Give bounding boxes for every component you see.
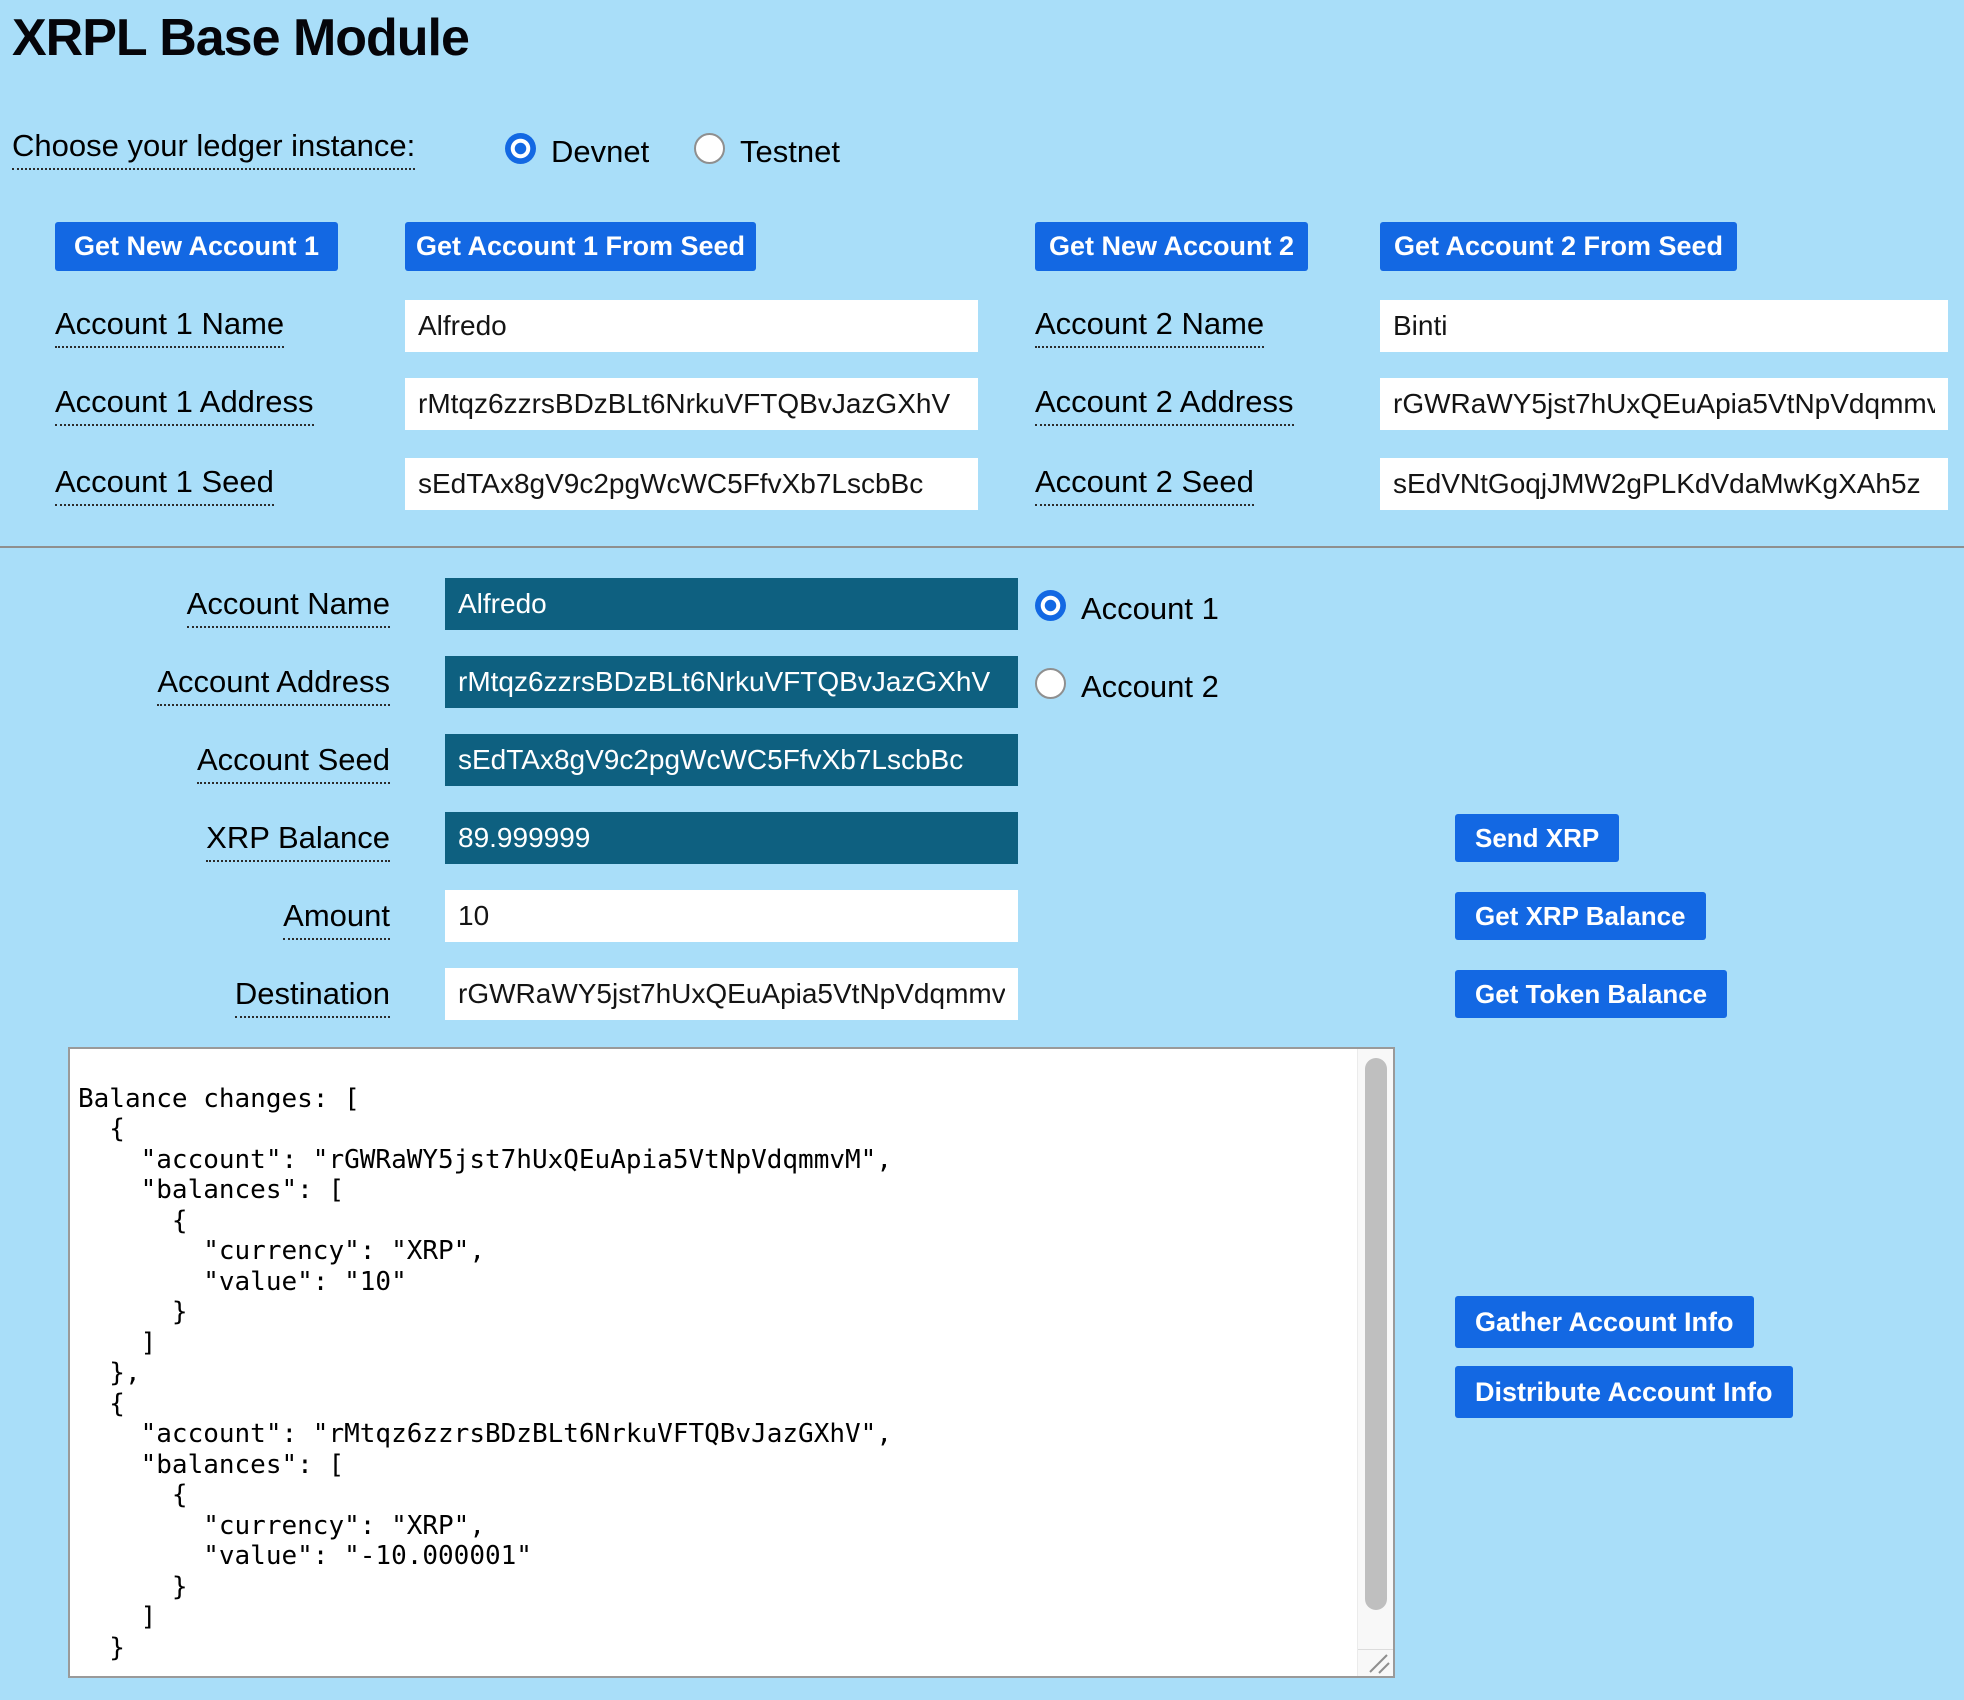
account-name-field[interactable] — [445, 578, 1018, 630]
balance-output-text: Balance changes: [ { "account": "rGWRaWY… — [78, 1083, 892, 1663]
destination-label: Destination — [0, 976, 390, 1018]
account-2-seed-input[interactable] — [1380, 458, 1948, 510]
account-1-seed-input[interactable] — [405, 458, 978, 510]
account-seed-label-text: Account Seed — [196, 742, 390, 784]
account-1-address-label-text: Account 1 Address — [55, 384, 314, 426]
account-address-field[interactable] — [445, 656, 1018, 708]
account-2-radio[interactable] — [1035, 668, 1066, 699]
account-1-address-label: Account 1 Address — [55, 384, 314, 426]
testnet-radio[interactable] — [694, 133, 725, 164]
amount-label-text: Amount — [283, 898, 390, 940]
account-1-seed-label: Account 1 Seed — [55, 464, 274, 506]
account-2-address-label-text: Account 2 Address — [1035, 384, 1294, 426]
get-new-account-1-button[interactable]: Get New Account 1 — [55, 222, 338, 271]
destination-input[interactable] — [445, 968, 1018, 1020]
xrp-balance-field[interactable] — [445, 812, 1018, 864]
send-xrp-button[interactable]: Send XRP — [1455, 814, 1620, 862]
resize-grip-icon[interactable] — [1366, 1651, 1392, 1675]
ledger-instance-label: Choose your ledger instance: — [12, 128, 416, 170]
xrp-balance-label-text: XRP Balance — [206, 820, 390, 862]
account-2-seed-label: Account 2 Seed — [1035, 464, 1254, 506]
ledger-instance-label-text: Choose your ledger instance: — [12, 128, 416, 170]
distribute-account-info-button[interactable]: Distribute Account Info — [1455, 1366, 1793, 1418]
amount-input[interactable] — [445, 890, 1018, 942]
get-new-account-2-button[interactable]: Get New Account 2 — [1035, 222, 1308, 271]
get-account-2-from-seed-button[interactable]: Get Account 2 From Seed — [1380, 222, 1737, 271]
account-2-address-label: Account 2 Address — [1035, 384, 1294, 426]
account-2-name-label-text: Account 2 Name — [1035, 306, 1265, 348]
scrollbar-thumb[interactable] — [1365, 1058, 1387, 1610]
account-address-label: Account Address — [0, 664, 390, 706]
account-1-seed-label-text: Account 1 Seed — [55, 464, 274, 506]
get-account-1-from-seed-button[interactable]: Get Account 1 From Seed — [405, 222, 756, 271]
amount-label: Amount — [0, 898, 390, 940]
devnet-radio-label[interactable]: Devnet — [551, 134, 650, 169]
gather-account-info-button[interactable]: Gather Account Info — [1455, 1296, 1754, 1348]
account-seed-label: Account Seed — [0, 742, 390, 784]
testnet-radio-label[interactable]: Testnet — [740, 134, 840, 169]
account-1-radio[interactable] — [1035, 590, 1066, 621]
account-1-name-input[interactable] — [405, 300, 978, 352]
account-1-name-label: Account 1 Name — [55, 306, 285, 348]
xrp-balance-label: XRP Balance — [0, 820, 390, 862]
account-name-label-text: Account Name — [186, 586, 390, 628]
account-name-label: Account Name — [0, 586, 390, 628]
account-2-name-label: Account 2 Name — [1035, 306, 1265, 348]
account-1-address-input[interactable] — [405, 378, 978, 430]
scrollbar-corner — [1358, 1649, 1393, 1676]
section-divider — [0, 546, 1964, 548]
get-xrp-balance-button[interactable]: Get XRP Balance — [1455, 892, 1706, 940]
account-1-name-label-text: Account 1 Name — [55, 306, 285, 348]
account-2-seed-label-text: Account 2 Seed — [1035, 464, 1254, 506]
get-token-balance-button[interactable]: Get Token Balance — [1455, 970, 1728, 1018]
account-seed-field[interactable] — [445, 734, 1018, 786]
balance-output-textarea[interactable]: Balance changes: [ { "account": "rGWRaWY… — [68, 1047, 1395, 1678]
account-1-radio-label[interactable]: Account 1 — [1081, 591, 1219, 626]
page-title: XRPL Base Module — [12, 9, 470, 67]
account-2-name-input[interactable] — [1380, 300, 1948, 352]
destination-label-text: Destination — [234, 976, 390, 1018]
devnet-radio[interactable] — [505, 133, 536, 164]
account-address-label-text: Account Address — [157, 664, 390, 706]
account-2-address-input[interactable] — [1380, 378, 1948, 430]
account-2-radio-label[interactable]: Account 2 — [1081, 669, 1219, 704]
scrollbar-track[interactable] — [1357, 1049, 1393, 1676]
